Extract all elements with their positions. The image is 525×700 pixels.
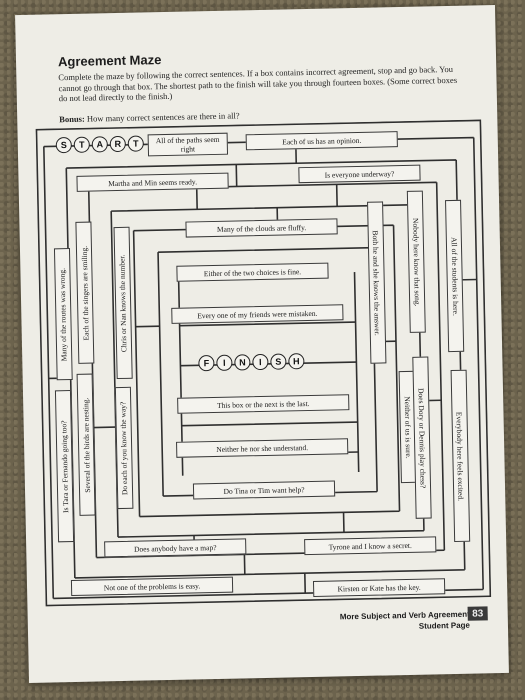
page-number: 83 [467, 606, 488, 621]
maze-box-text: All of the students is here. [449, 236, 460, 316]
start-letter: T [73, 136, 90, 153]
bonus-text: How many correct sentences are there in … [86, 110, 240, 124]
start-label: S T A R T [55, 135, 144, 154]
maze-box: All of the paths seem right [147, 132, 229, 157]
maze-box-text: Is Tara or Fernando going too? [59, 419, 70, 513]
bonus-question: Bonus: How many correct sentences are th… [59, 110, 240, 124]
maze-box: Several of the birds are nesting. [76, 373, 96, 516]
instructions-text: Complete the maze by following the corre… [58, 63, 458, 104]
maze-box-text: Several of the birds are nesting. [80, 397, 92, 493]
maze-box: All of the students is here. [445, 199, 465, 353]
finish-letter: I [216, 354, 233, 371]
finish-letter: F [198, 355, 215, 372]
maze-box-text: Both he and she knows the answer. [371, 229, 383, 336]
start-letter: S [55, 136, 72, 154]
maze-box: Either of the two choices is fine. [176, 262, 329, 282]
maze-box: Does anybody have a map? [104, 538, 247, 558]
maze-box: Many of the clouds are fluffy. [185, 218, 338, 238]
maze-box-text: Do each of you know the way? [118, 401, 130, 495]
maze-box-text: Each of the singers are smiling. [79, 245, 91, 341]
maze: S T A R T All of the paths seem right Ea… [35, 119, 492, 607]
finish-label: F I N I S H [198, 353, 305, 372]
maze-box: Do Tina or Tim want help? [192, 480, 336, 500]
finish-letter: N [234, 354, 251, 371]
maze-box-text: Everybody here feels excited. [454, 411, 466, 501]
maze-box: Each of us has an opinion. [245, 131, 398, 151]
maze-box-text: Nobody here know that song. [410, 217, 422, 307]
finish-letter: S [270, 353, 287, 370]
maze-box: Nobody here know that song. [406, 190, 426, 333]
maze-box: Many of the routes was wrong. [53, 248, 73, 381]
maze-box-text: Chris or Nan knows the number. [117, 254, 129, 352]
maze-box: Both he and she knows the answer. [367, 201, 387, 364]
worksheet-page: Agreement Maze Complete the maze by foll… [15, 5, 509, 683]
maze-box: Does Dory or Dennis play chess? [412, 356, 432, 519]
maze-box: Is everyone underway? [298, 164, 421, 184]
finish-letter: I [252, 353, 269, 371]
maze-box-text: Many of the routes was wrong. [57, 267, 69, 361]
bonus-label: Bonus: [59, 113, 85, 125]
maze-box: Martha and Min seems ready. [76, 172, 229, 192]
maze-box: Tyrone and I know a secret. [304, 536, 437, 556]
start-letter: T [127, 135, 144, 152]
maze-box-text: Does Dory or Dennis play chess? [416, 387, 428, 488]
maze-box: Not one of the problems is easy. [70, 576, 234, 597]
maze-box: Each of the singers are smiling. [75, 221, 95, 364]
maze-box-text: Neither of us is sure. [402, 395, 413, 459]
start-letter: A [91, 136, 108, 153]
maze-box: Kirsten or Kate has the key. [312, 578, 446, 597]
start-letter: R [109, 135, 126, 153]
maze-box: Chris or Nan knows the number. [113, 226, 133, 380]
footer: More Subject and Verb Agreement Student … [340, 609, 470, 634]
worksheet-title: Agreement Maze [57, 52, 162, 70]
finish-letter: H [288, 353, 305, 370]
maze-box: Is Tara or Fernando going too? [54, 390, 75, 543]
maze-box: Do each of you know the way? [114, 386, 134, 510]
